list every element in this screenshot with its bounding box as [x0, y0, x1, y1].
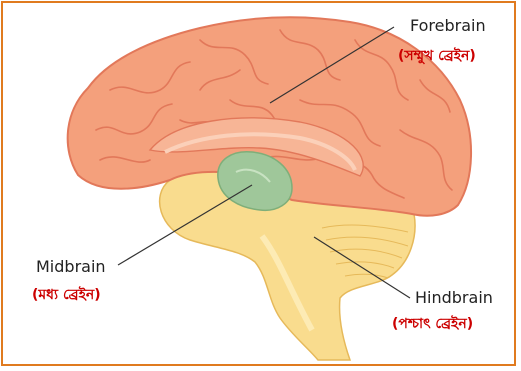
hindbrain-label: Hindbrain: [415, 289, 493, 307]
forebrain-label: Forebrain: [410, 17, 486, 35]
hindbrain-translation: (পশ্চাৎ ব্ৰেইন): [392, 316, 473, 332]
forebrain-translation: (সম্মুখ ব্ৰেইন): [398, 48, 476, 64]
midbrain-label: Midbrain: [36, 258, 106, 276]
midbrain-translation: (মধ্য ব্ৰেইন): [32, 287, 101, 303]
